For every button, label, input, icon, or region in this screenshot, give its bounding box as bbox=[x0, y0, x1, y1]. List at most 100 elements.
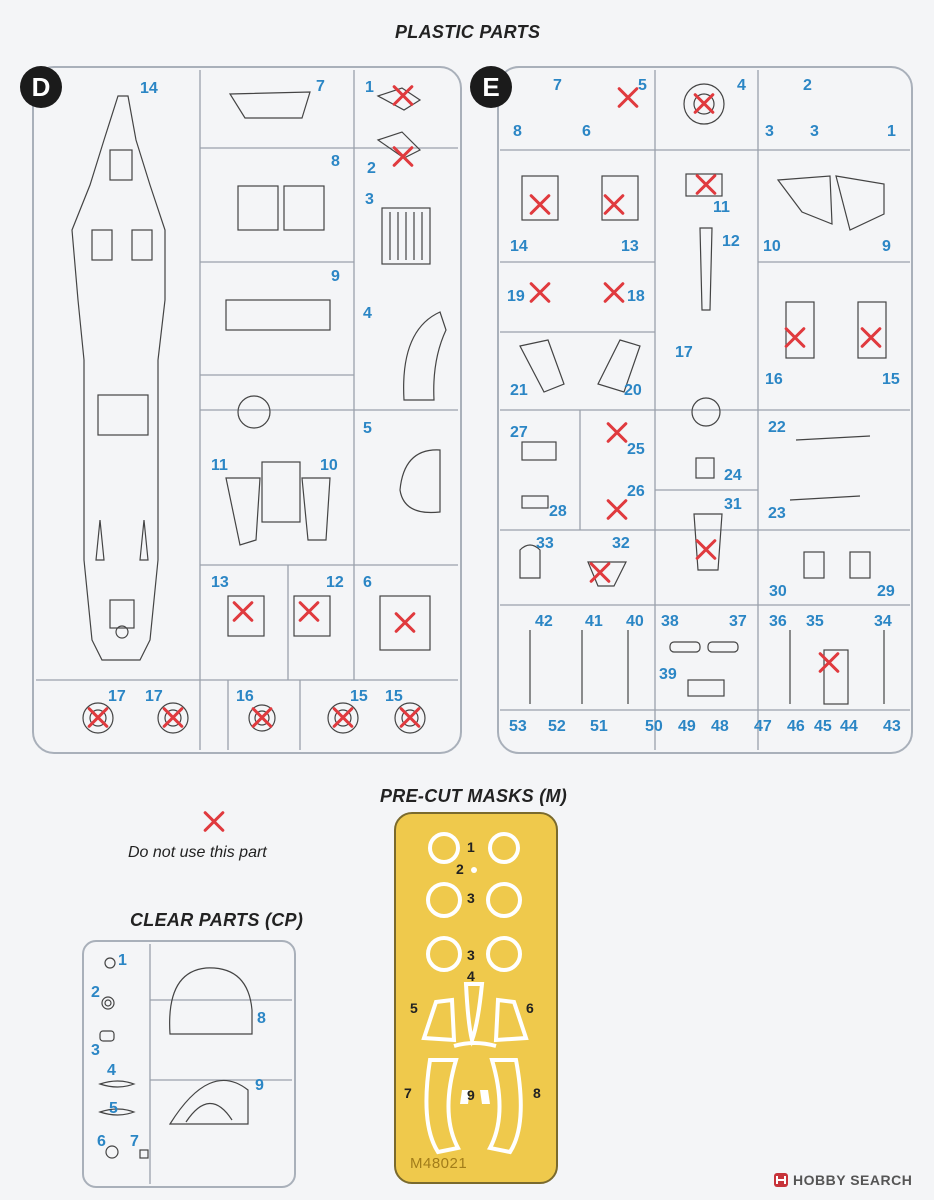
red-cross-icon bbox=[390, 144, 416, 170]
red-cross-icon bbox=[296, 599, 322, 625]
mask-label-9: 9 bbox=[467, 1087, 475, 1103]
sprue-d-badge: D bbox=[20, 66, 62, 108]
red-cross-icon bbox=[782, 325, 808, 351]
part-label-d-13: 13 bbox=[211, 574, 229, 591]
part-label-e-13: 13 bbox=[621, 238, 639, 255]
clear-part-label-2: 2 bbox=[91, 984, 100, 1001]
red-cross-icon bbox=[858, 325, 884, 351]
part-label-e-15: 15 bbox=[882, 371, 900, 388]
part-label-e-38: 38 bbox=[661, 613, 679, 630]
mask-label-4: 4 bbox=[467, 968, 475, 984]
red-cross-icon bbox=[816, 650, 842, 676]
part-label-d-16: 16 bbox=[236, 688, 254, 705]
part-label-d-12: 12 bbox=[326, 574, 344, 591]
part-label-e-18: 18 bbox=[627, 288, 645, 305]
mask-label-8: 8 bbox=[533, 1085, 541, 1101]
sprue-e-badge: E bbox=[470, 66, 512, 108]
red-cross-icon bbox=[693, 537, 719, 563]
part-label-e-29: 29 bbox=[877, 583, 895, 600]
part-label-d-5: 5 bbox=[363, 420, 372, 437]
part-label-e-53: 53 bbox=[509, 718, 527, 735]
part-label-d-17b: 17 bbox=[145, 688, 163, 705]
red-cross-icon bbox=[85, 705, 111, 731]
part-label-e-37: 37 bbox=[729, 613, 747, 630]
part-label-e-2: 2 bbox=[803, 77, 812, 94]
mask-fret bbox=[394, 812, 558, 1184]
mask-fret-code: M48021 bbox=[410, 1155, 468, 1172]
part-label-e-3b: 3 bbox=[810, 123, 819, 140]
part-label-e-12: 12 bbox=[722, 233, 740, 250]
part-label-d-10: 10 bbox=[320, 457, 338, 474]
clear-part-label-8: 8 bbox=[257, 1010, 266, 1027]
mask-shapes bbox=[421, 832, 529, 1155]
sprue-d-frame bbox=[32, 66, 462, 754]
part-label-e-4: 4 bbox=[737, 77, 746, 94]
part-label-e-31: 31 bbox=[724, 496, 742, 513]
red-cross-icon bbox=[390, 83, 416, 109]
part-label-e-3a: 3 bbox=[765, 123, 774, 140]
part-label-e-33: 33 bbox=[536, 535, 554, 552]
part-label-e-8: 8 bbox=[513, 123, 522, 140]
part-label-e-41: 41 bbox=[585, 613, 603, 630]
part-label-e-49: 49 bbox=[678, 718, 696, 735]
part-label-e-52: 52 bbox=[548, 718, 566, 735]
part-label-e-7: 7 bbox=[553, 77, 562, 94]
mask-label-1: 1 bbox=[467, 839, 475, 855]
red-cross-icon bbox=[587, 560, 613, 586]
clear-part-label-4: 4 bbox=[107, 1062, 116, 1079]
part-label-e-19: 19 bbox=[507, 288, 525, 305]
part-label-d-14: 14 bbox=[140, 80, 158, 97]
part-label-e-21: 21 bbox=[510, 382, 528, 399]
legend-text: Do not use this part bbox=[128, 844, 267, 861]
mask-label-2: 2 bbox=[456, 861, 464, 877]
clear-part-label-9: 9 bbox=[255, 1077, 264, 1094]
part-label-d-4: 4 bbox=[363, 305, 372, 322]
part-label-e-5: 5 bbox=[638, 77, 647, 94]
part-label-e-1: 1 bbox=[887, 123, 896, 140]
red-cross-icon bbox=[392, 610, 418, 636]
part-label-d-15b: 15 bbox=[385, 688, 403, 705]
part-label-e-26: 26 bbox=[627, 483, 645, 500]
part-label-e-23: 23 bbox=[768, 505, 786, 522]
clear-part-label-7: 7 bbox=[130, 1133, 139, 1150]
mask-label-3a: 3 bbox=[467, 890, 475, 906]
clear-part-label-1: 1 bbox=[118, 952, 127, 969]
part-label-e-43: 43 bbox=[883, 718, 901, 735]
part-label-e-35: 35 bbox=[806, 613, 824, 630]
clear-part-label-6: 6 bbox=[97, 1133, 106, 1150]
part-label-e-10: 10 bbox=[763, 238, 781, 255]
mask-label-5: 5 bbox=[410, 1000, 418, 1016]
part-label-e-42: 42 bbox=[535, 613, 553, 630]
red-cross-icon bbox=[201, 809, 227, 835]
part-label-d-6: 6 bbox=[363, 574, 372, 591]
part-label-d-3: 3 bbox=[365, 191, 374, 208]
part-label-e-39: 39 bbox=[659, 666, 677, 683]
part-label-e-45: 45 bbox=[814, 718, 832, 735]
part-label-e-11: 11 bbox=[713, 199, 730, 216]
part-label-e-20: 20 bbox=[624, 382, 642, 399]
red-cross-icon bbox=[693, 172, 719, 198]
mask-label-3b: 3 bbox=[467, 947, 475, 963]
clear-part-label-5: 5 bbox=[109, 1100, 118, 1117]
red-cross-icon bbox=[601, 280, 627, 306]
part-label-d-8: 8 bbox=[331, 153, 340, 170]
part-label-e-46: 46 bbox=[787, 718, 805, 735]
clear-part-label-3: 3 bbox=[91, 1042, 100, 1059]
part-label-e-27: 27 bbox=[510, 424, 528, 441]
part-label-d-7: 7 bbox=[316, 78, 325, 95]
sprue-e-frame bbox=[497, 66, 913, 754]
part-label-e-48: 48 bbox=[711, 718, 729, 735]
part-label-e-51: 51 bbox=[590, 718, 608, 735]
part-label-e-25: 25 bbox=[627, 441, 645, 458]
part-label-e-17: 17 bbox=[675, 344, 693, 361]
part-label-e-14: 14 bbox=[510, 238, 528, 255]
red-cross-icon bbox=[527, 192, 553, 218]
part-label-e-34: 34 bbox=[874, 613, 892, 630]
part-label-d-1: 1 bbox=[365, 79, 374, 96]
part-label-e-22: 22 bbox=[768, 419, 786, 436]
red-cross-icon bbox=[230, 599, 256, 625]
part-label-e-50: 50 bbox=[645, 718, 663, 735]
red-cross-icon bbox=[249, 705, 275, 731]
part-label-d-15a: 15 bbox=[350, 688, 368, 705]
